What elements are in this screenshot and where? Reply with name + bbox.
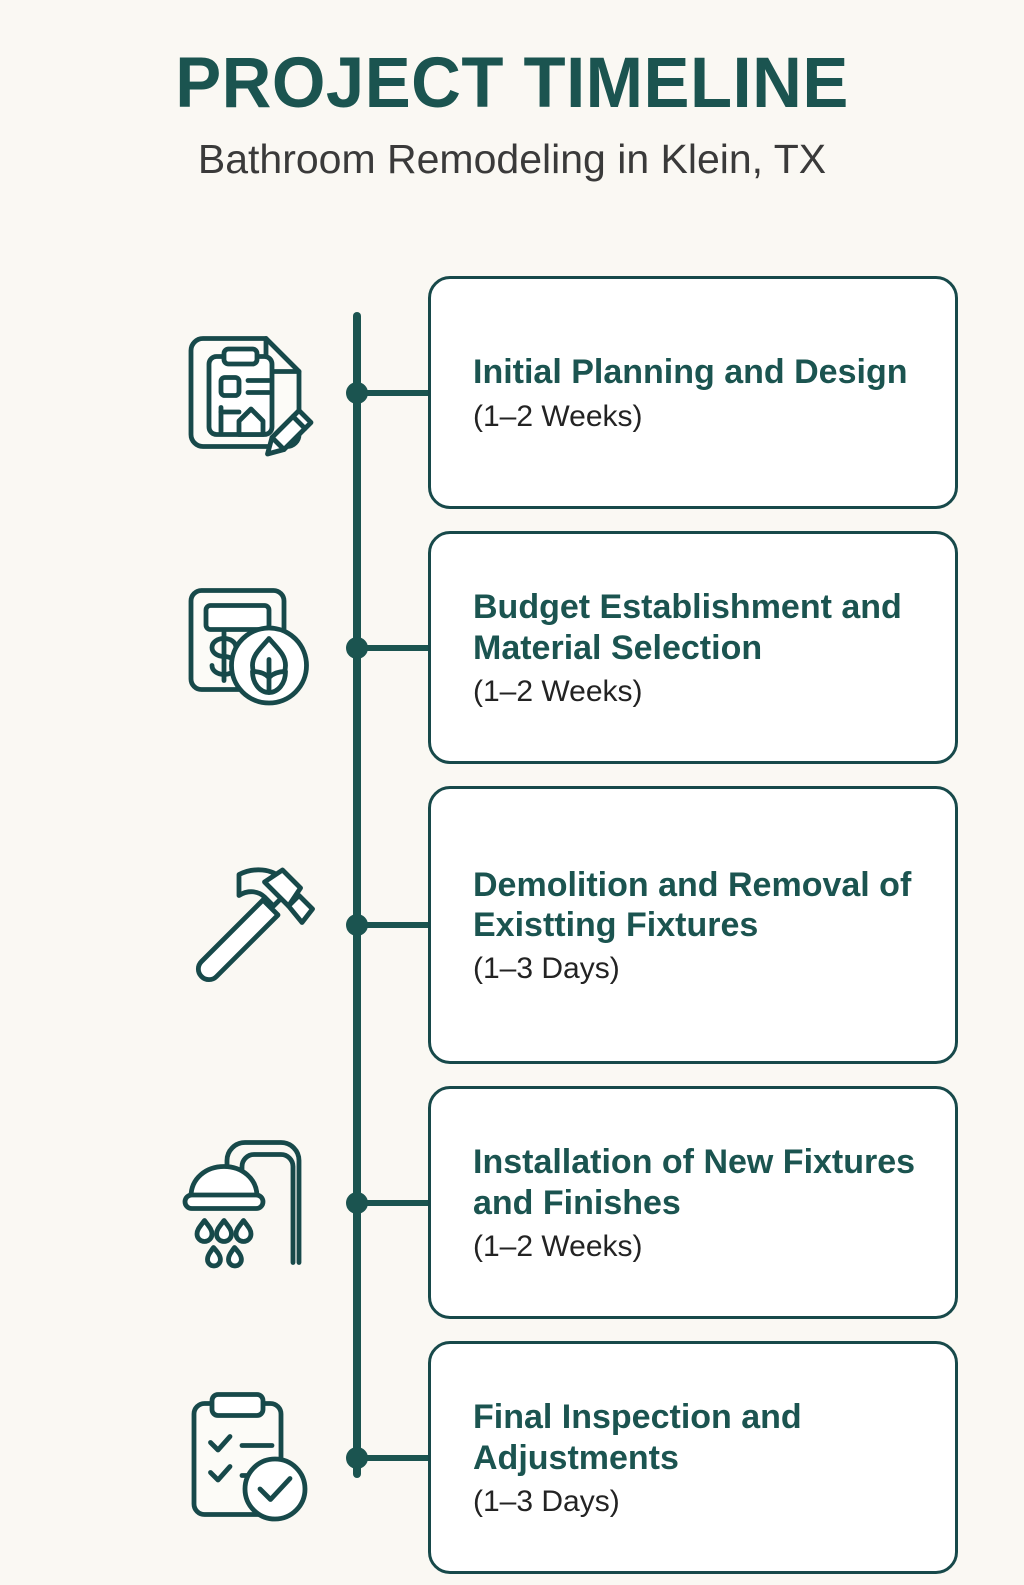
timeline-spine [353,312,361,1478]
step-duration: (1–3 Days) [473,1484,620,1518]
step-title: Initial Planning and Design [473,353,908,392]
page-header: PROJECT TIMELINE Bathroom Remodeling in … [0,0,1024,181]
hammer-icon [160,843,335,1008]
timeline-card[interactable]: Initial Planning and Design (1–2 Weeks) [428,276,958,509]
timeline-step: Budget Establishment and Material Select… [0,520,1024,775]
step-duration: (1–2 Weeks) [473,399,643,433]
timeline-connector [357,644,432,651]
timeline-step: Demolition and Removal of Existting Fixt… [0,775,1024,1075]
timeline-step: Final Inspection and Adjustments (1–3 Da… [0,1330,1024,1585]
timeline: Initial Planning and Design (1–2 Weeks) … [0,265,1024,1585]
timeline-card[interactable]: Final Inspection and Adjustments (1–3 Da… [428,1341,958,1574]
timeline-connector [357,1199,432,1206]
timeline-connector [357,389,432,396]
step-duration: (1–2 Weeks) [473,1229,643,1263]
step-duration: (1–2 Weeks) [473,674,643,708]
step-duration: (1–3 Days) [473,952,620,986]
page-subtitle: Bathroom Remodeling in Klein, TX [197,136,827,183]
timeline-step: Installation of New Fixtures and Finishe… [0,1075,1024,1330]
timeline-card[interactable]: Demolition and Removal of Existting Fixt… [428,786,958,1064]
timeline-card[interactable]: Budget Establishment and Material Select… [428,531,958,764]
step-title: Budget Establishment and Material Select… [473,588,902,667]
step-title: Demolition and Removal of Existting Fixt… [473,865,912,944]
clipboard-checklist-check-icon [160,1375,335,1540]
timeline-card[interactable]: Installation of New Fixtures and Finishe… [428,1086,958,1319]
timeline-step: Initial Planning and Design (1–2 Weeks) [0,265,1024,520]
document-clipboard-pencil-icon [160,310,335,475]
step-title: Final Inspection and Adjustments [473,1398,802,1477]
calculator-dollar-leaf-icon [160,565,335,730]
timeline-connector [357,922,432,928]
page-title: PROJECT TIMELINE [175,44,849,123]
timeline-connector [357,1454,432,1461]
step-title: Installation of New Fixtures and Finishe… [473,1143,916,1222]
shower-head-icon [160,1120,335,1285]
